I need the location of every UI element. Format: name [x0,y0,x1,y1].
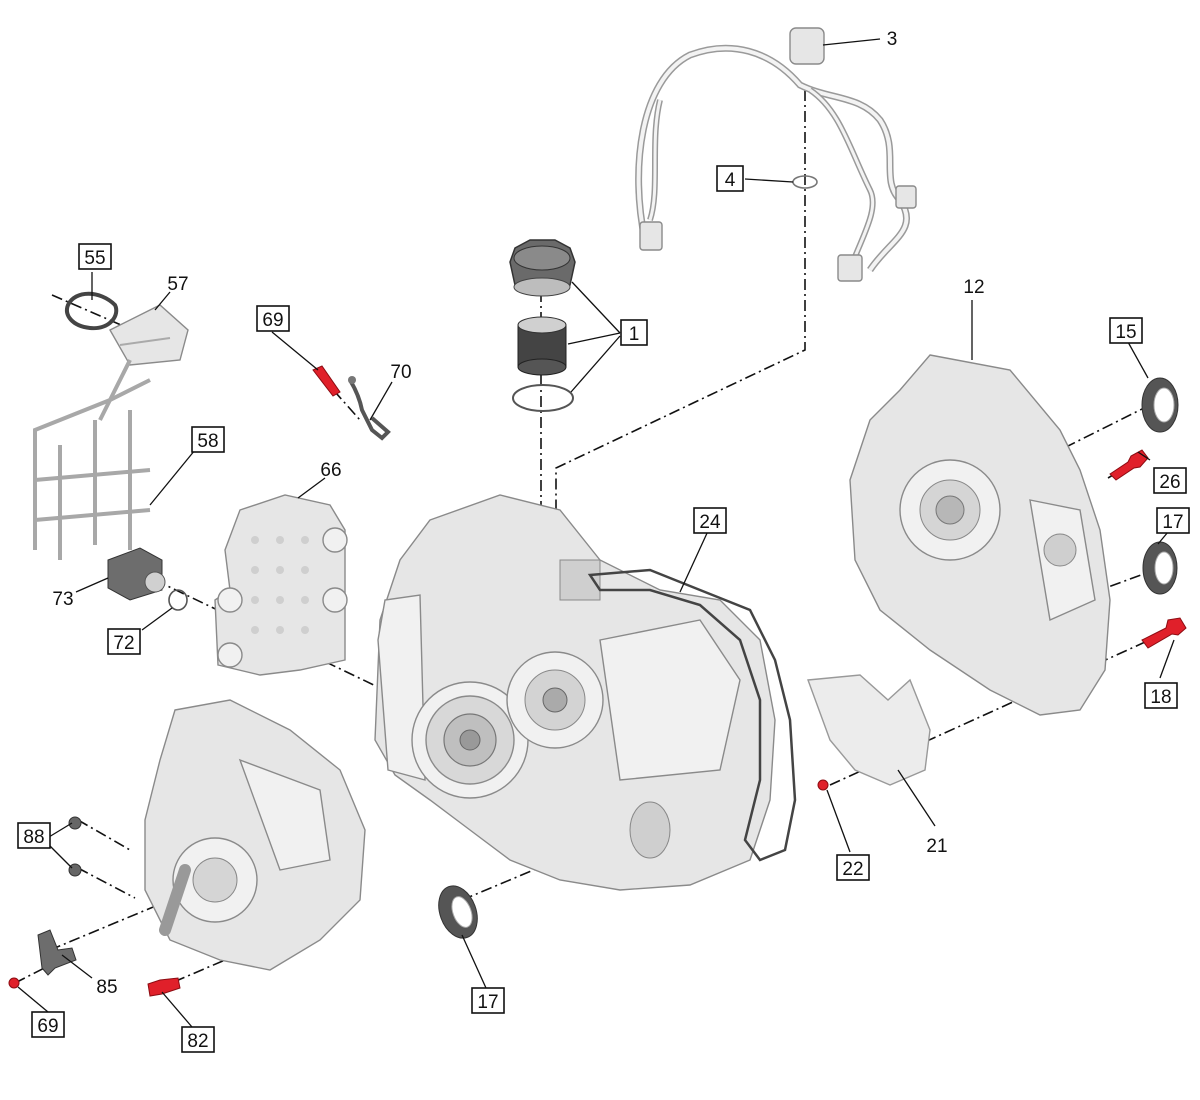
svg-text:66: 66 [320,460,341,481]
callout-17-right: 17 [1156,507,1190,534]
svg-text:26: 26 [1159,472,1180,493]
axis-bolt-18 [829,632,1166,786]
callout-26: 26 [1153,467,1187,494]
seal-17-right [1142,541,1178,595]
callout-22: 22 [836,854,870,881]
callout-66: 66 [320,460,341,481]
callout-1: 1 [620,319,648,346]
callout-17-bottom: 17 [471,987,505,1014]
speed-sensor-85 [37,929,77,976]
svg-text:15: 15 [1115,322,1136,343]
svg-text:22: 22 [842,859,863,880]
callout-24: 24 [693,507,727,534]
svg-text:18: 18 [1150,687,1171,708]
svg-text:85: 85 [96,977,117,998]
callout-72: 72 [107,628,141,655]
callout-4: 4 [716,165,744,192]
heat-shield-21 [807,674,931,786]
svg-text:69: 69 [37,1016,58,1037]
bolt-22 [817,779,829,791]
svg-text:69: 69 [262,310,283,331]
bolt-69-bottom [8,977,20,989]
callout-69-bottom: 69 [31,1011,65,1038]
callout-3: 3 [887,29,898,50]
seal-15 [1141,377,1179,433]
svg-text:12: 12 [963,277,984,298]
housing-cover-12 [849,354,1111,716]
svg-text:88: 88 [23,827,44,848]
solenoid-73 [107,547,166,601]
seal-17-bottom [438,885,478,939]
svg-text:57: 57 [167,274,188,295]
callout-labels: 1 3 4 12 15 17 17 18 21 22 24 26 55 57 5… [17,29,1190,1053]
lower-left-housing [144,699,366,971]
bolt-82 [147,977,181,997]
svg-text:1: 1 [629,324,640,345]
valve-body-66 [214,494,348,676]
axis-sensor-85 [49,899,171,951]
axis-plug-88-bottom [77,867,136,899]
axis-plug-88-top [77,819,131,851]
svg-text:21: 21 [926,836,947,857]
svg-text:3: 3 [887,29,898,50]
control-module-57 [109,304,189,366]
wiring-harness-top [635,27,917,282]
axis-bolt-82 [154,959,226,991]
svg-text:55: 55 [84,248,105,269]
callout-69-top: 69 [256,305,290,332]
svg-text:4: 4 [725,170,736,191]
callout-82: 82 [181,1026,215,1053]
callout-55: 55 [78,243,112,270]
svg-text:72: 72 [113,633,134,654]
svg-text:24: 24 [699,512,721,533]
svg-text:58: 58 [197,431,218,452]
callout-12: 12 [963,277,984,298]
transmission-case [374,494,776,891]
callout-70: 70 [390,362,411,383]
svg-text:17: 17 [1162,512,1183,533]
plug-88-top [68,816,82,830]
oil-filter-assembly [509,239,576,412]
svg-text:70: 70 [390,362,411,383]
gasket-24 [587,568,797,862]
o-ring-72 [168,589,188,611]
sensor-assembly-70 [312,365,391,441]
callout-21: 21 [926,836,947,857]
leader-lines [17,38,1175,1028]
axis-harness-to-case [555,90,806,580]
bolt-18 [1141,617,1187,649]
callout-57: 57 [167,274,188,295]
seal-55 [65,291,119,331]
callout-85: 85 [96,977,117,998]
callout-15: 15 [1109,317,1143,344]
svg-text:73: 73 [52,589,73,610]
axis-harness-57 [51,294,129,329]
callout-58: 58 [191,426,225,453]
svg-text:17: 17 [477,992,498,1013]
svg-text:82: 82 [187,1031,208,1052]
callout-18: 18 [1144,682,1178,709]
internal-harness-58 [33,359,151,560]
plug-88-bottom [68,863,82,877]
callout-88: 88 [17,822,51,849]
callout-73: 73 [52,589,73,610]
